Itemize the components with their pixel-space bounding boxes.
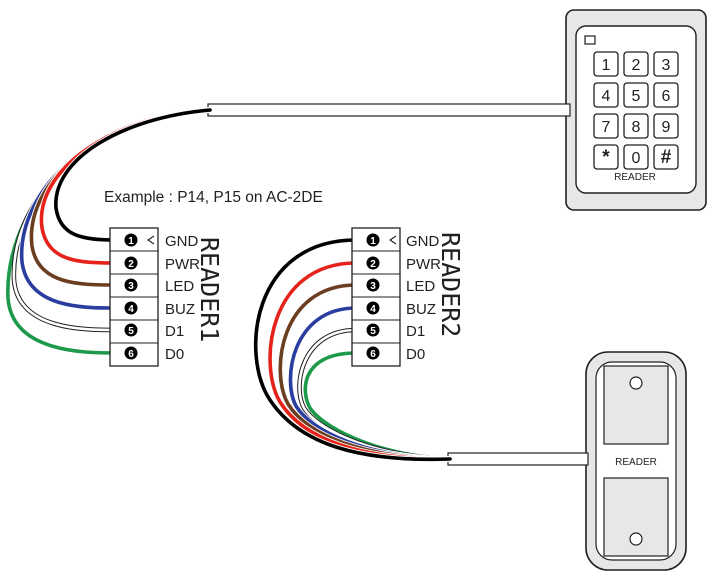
terminal-label: D1 [406, 323, 425, 340]
terminal-number-badge [124, 278, 138, 292]
keypad-key: * [593, 144, 619, 170]
keypad-key-label: 6 [662, 88, 671, 105]
terminal-number: 5 [370, 326, 376, 337]
terminal-number-badge [124, 323, 138, 337]
terminal-number-badge [124, 256, 138, 270]
terminal-label: D1 [165, 323, 184, 340]
reader2-title: READER2 [436, 232, 465, 337]
keypad-key: 6 [653, 82, 679, 108]
terminal-label: PWR [406, 256, 441, 273]
card-reader-label: READER [615, 457, 657, 468]
terminal-number: 1 [128, 236, 134, 247]
terminal-number: 5 [128, 326, 134, 337]
terminal-number-badge [366, 233, 380, 247]
reader2-wires [253, 237, 453, 463]
terminal-number-badge [124, 301, 138, 315]
keypad-key-label: * [602, 147, 610, 168]
terminal-number: 3 [370, 281, 376, 292]
keypad-key-label: 5 [632, 88, 641, 105]
reader1-connector: 1 GND 2 PWR 3 LED 4 BUZ 5 D1 6 D0 [109, 227, 200, 367]
keypad-key: 8 [623, 113, 649, 139]
terminal-number: 6 [370, 349, 376, 360]
terminal-number: 1 [370, 236, 376, 247]
keypad-key-label: 2 [632, 57, 641, 74]
keypad-key-label: 4 [602, 88, 611, 105]
screw-icon [629, 532, 643, 546]
terminal-number: 4 [128, 304, 134, 315]
keypad-key-label: 0 [632, 150, 641, 167]
gnd-wire [253, 238, 452, 462]
keypad-key-label: 7 [602, 119, 611, 136]
terminal-label: PWR [165, 256, 200, 273]
status-led-icon [584, 35, 596, 45]
keypad-key-label: 8 [632, 119, 641, 136]
keypad: 1 2 3 4 5 6 7 8 9 * 0 # [593, 51, 679, 170]
keypad-key: 4 [593, 82, 619, 108]
keypad-key: 3 [653, 51, 679, 77]
terminal-label: BUZ [165, 301, 195, 318]
terminal-number: 2 [128, 259, 134, 270]
terminal-label: LED [165, 278, 194, 295]
terminal-number-badge [124, 346, 138, 360]
keypad-key-label: # [661, 147, 672, 168]
terminal-number-badge [366, 346, 380, 360]
keypad-key-label: 1 [602, 57, 611, 74]
card-reader: READER [585, 351, 687, 571]
reader1-title: READER1 [195, 237, 224, 342]
terminal-number: 4 [370, 304, 376, 315]
terminal-label: D0 [406, 346, 425, 363]
keypad-reader-label: READER [614, 172, 656, 183]
pin1-marker-icon [389, 235, 397, 245]
keypad-key: 9 [653, 113, 679, 139]
terminal-number-badge [366, 301, 380, 315]
keypad-reader: 1 2 3 4 5 6 7 8 9 * 0 # READER [565, 9, 707, 211]
terminal-number: 2 [370, 259, 376, 270]
keypad-key: 7 [593, 113, 619, 139]
terminal-number-badge [366, 323, 380, 337]
terminal-number-badge [124, 233, 138, 247]
card-reader-cable [447, 452, 589, 466]
keypad-key: 0 [623, 144, 649, 170]
terminal-label: GND [165, 233, 199, 250]
terminal-label: D0 [165, 346, 184, 363]
terminal-number-badge [366, 278, 380, 292]
pin1-marker-icon [147, 235, 155, 245]
diagram-caption: Example : P14, P15 on AC-2DE [104, 189, 323, 206]
keypad-key: 2 [623, 51, 649, 77]
terminal-label: GND [406, 233, 440, 250]
screw-icon [629, 376, 643, 390]
keypad-key-label: 9 [662, 119, 671, 136]
reader2-connector: 1 GND 2 PWR 3 LED 4 BUZ 5 D1 6 D0 [351, 227, 441, 367]
keypad-cable [207, 103, 571, 117]
keypad-key-label: 3 [662, 57, 671, 74]
keypad-key: 1 [593, 51, 619, 77]
terminal-number: 6 [128, 349, 134, 360]
terminal-number: 3 [128, 281, 134, 292]
terminal-label: BUZ [406, 301, 436, 318]
keypad-key: 5 [623, 82, 649, 108]
keypad-key: # [653, 144, 679, 170]
gnd-wire [54, 108, 212, 242]
reader1-wires [5, 107, 213, 356]
terminal-label: LED [406, 278, 435, 295]
terminal-number-badge [366, 256, 380, 270]
